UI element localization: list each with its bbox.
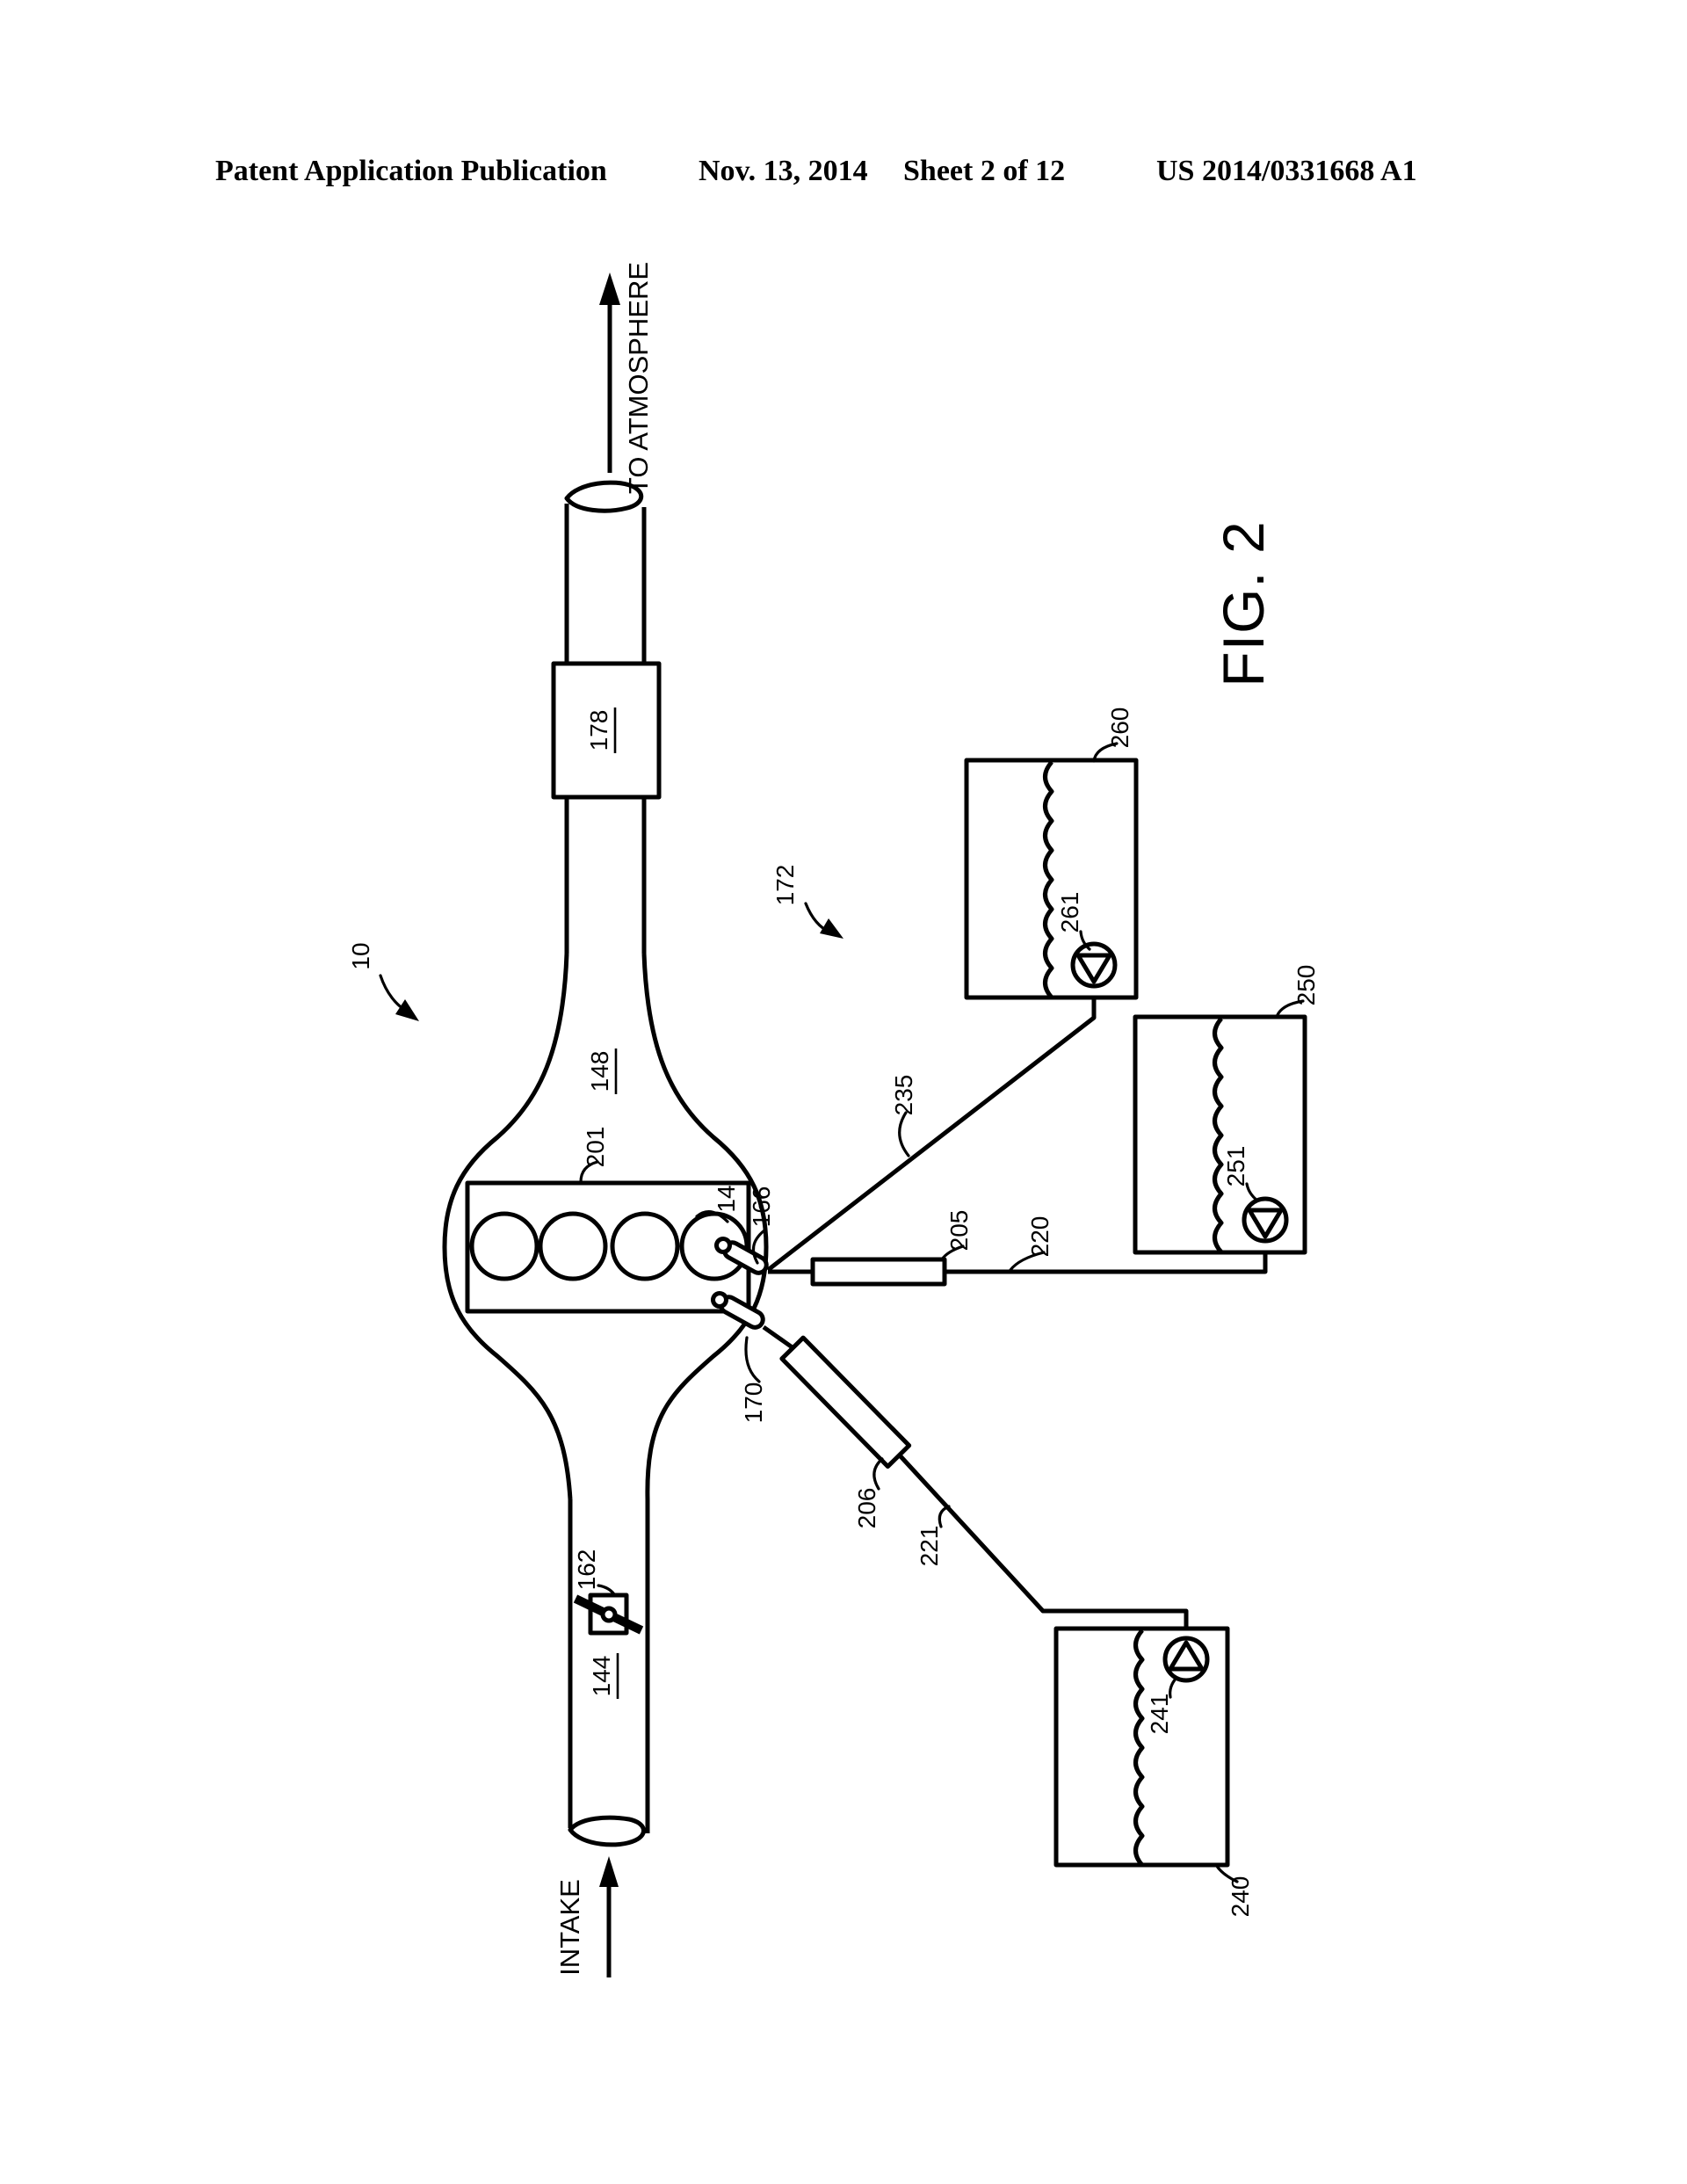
header-date: Nov. 13, 2014 [699,155,868,187]
fuel-pump-251-triangle [1247,1208,1284,1239]
engine-outline-left [442,953,573,1500]
leader-241 [1169,1676,1178,1699]
label-206-text: 206 [853,1488,880,1529]
label-fuel-tank-250: 250 [1292,965,1320,1006]
engine-outline-right [641,953,769,1500]
fuel-pump-261-triangle [1075,953,1112,984]
fuel-pump-241-triangle [1168,1640,1205,1672]
fuel-level-wave-260 [1043,760,1054,999]
cylinder-1 [469,1211,539,1281]
label-port-injector: 170 [740,1382,767,1424]
label-201-text: 201 [582,1127,609,1168]
leader-251 [1245,1182,1259,1202]
throttle-pivot [600,1606,618,1623]
leader-235 [898,1111,910,1157]
label-cylinder: 14 [713,1185,740,1212]
cylinder-3 [610,1211,680,1281]
label-fuel-line-220: 220 [1026,1216,1053,1258]
leader-162 [597,1584,616,1596]
emission-control-device-box [551,661,662,800]
exhaust-pipe-opening [564,480,644,513]
label-system: 10 [347,942,374,969]
label-241-text: 241 [1146,1694,1173,1735]
label-162-text: 162 [573,1549,600,1591]
label-260-text: 260 [1106,707,1133,749]
fuel-line-205-fitting [810,1257,947,1287]
label-system-text: 10 [347,942,374,969]
label-170-text: 170 [740,1382,767,1424]
intake-pipe-opening [568,1815,646,1847]
port-injector-icon [711,1291,765,1330]
fuel-line-221 [898,1454,1189,1639]
leader-166 [751,1229,766,1265]
leader-220 [1009,1251,1046,1272]
label-fuel-delivery-system: 172 [771,865,799,906]
fuel-line-206-fitting [779,1335,912,1469]
direct-injector-icon [714,1237,769,1275]
header-patent-number: US 2014/0331668 A1 [1156,155,1417,187]
fuel-level-wave-250 [1213,1017,1224,1254]
leader-14 [695,1210,729,1223]
label-intake-passage: 144 [588,1653,619,1699]
label-fuel-line-205: 205 [945,1210,973,1252]
header-publication: Patent Application Publication [215,155,607,187]
label-166-text: 166 [748,1186,775,1228]
leader-240 [1214,1863,1239,1883]
label-fuel-pump-241: 241 [1146,1694,1173,1735]
fuel-line-206 [762,1324,795,1351]
label-throttle: 162 [573,1549,600,1591]
label-direct-injector: 166 [748,1186,775,1228]
intake-flow-arrowhead [599,1856,619,1887]
label-14-text: 14 [713,1185,740,1212]
leader-170 [744,1336,761,1383]
leader-201 [579,1160,599,1184]
label-220-text: 220 [1026,1216,1053,1258]
system-pointer-arrowhead [395,999,419,1021]
fig-2-text: FIG. 2 [1211,520,1276,686]
label-fuel-line-235: 235 [890,1075,917,1116]
fuel-level-wave-240 [1133,1629,1145,1867]
label-172-text: 172 [771,865,799,906]
label-exhaust-manifold: 148 [586,1048,618,1094]
to-atmosphere-text: TO ATMOSPHERE [623,262,654,494]
label-235-text: 235 [890,1075,917,1116]
label-emission-control-device: 178 [585,707,617,753]
exhaust-flow-arrowhead [599,272,620,305]
label-engine-block: 201 [582,1127,609,1168]
leader-250 [1275,999,1305,1019]
leader-206 [872,1457,884,1491]
label-205-text: 205 [945,1210,973,1252]
label-240-text: 240 [1227,1876,1254,1918]
leader-260 [1092,742,1119,763]
intake-flow-label: INTAKE [554,1879,585,1976]
label-261-text: 261 [1056,892,1083,933]
leader-221 [938,1505,951,1528]
label-fuel-tank-240: 240 [1227,1876,1254,1918]
label-250-text: 250 [1292,965,1320,1006]
label-fuel-pump-261: 261 [1056,892,1083,933]
label-178-text: 178 [585,710,612,751]
label-fuel-tank-260: 260 [1106,707,1133,749]
intake-text: INTAKE [554,1879,585,1976]
leader-205 [940,1244,965,1261]
label-221-text: 221 [916,1526,943,1567]
label-144-text: 144 [588,1656,615,1697]
label-251-text: 251 [1222,1146,1249,1187]
label-fuel-line-221: 221 [916,1526,943,1567]
label-148-text: 148 [586,1051,613,1092]
label-fuel-pump-251: 251 [1222,1146,1249,1187]
throttle-body [588,1593,629,1636]
fuel-system-pointer-arrowhead [820,918,844,939]
label-fuel-line-206: 206 [853,1488,880,1529]
cylinder-2 [538,1211,608,1281]
system-pointer-arrow [379,974,407,1012]
exhaust-flow-label: TO ATMOSPHERE [623,262,654,494]
leader-261 [1079,930,1091,951]
header-sheet-number: Sheet 2 of 12 [903,155,1066,187]
figure-caption: FIG. 2 [1211,520,1276,686]
